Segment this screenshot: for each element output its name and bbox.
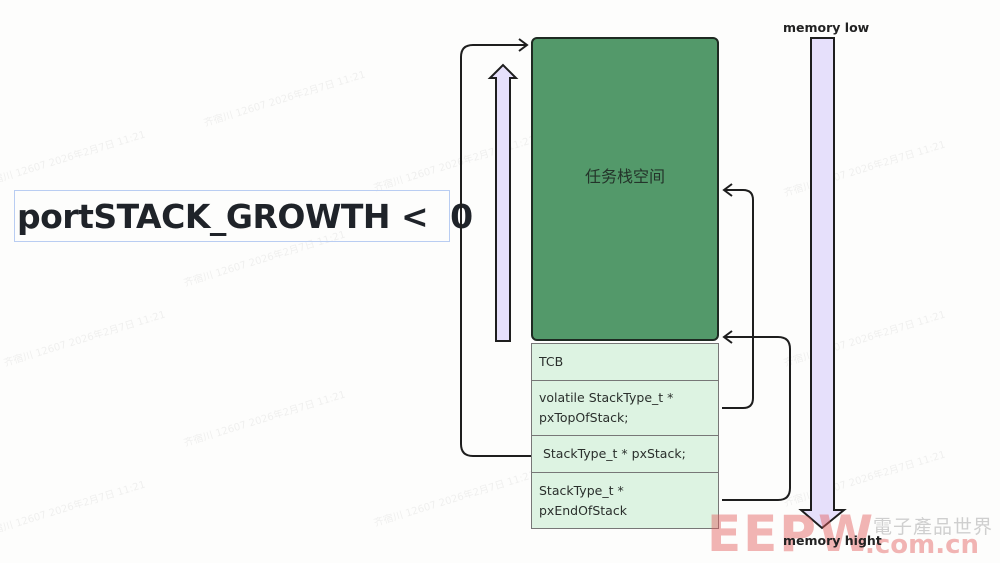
memory-axis-arrow-icon [798,37,847,530]
memory-high-label: memory hight [783,533,882,548]
arrowhead-icon [722,183,733,197]
arrowhead-icon [518,38,529,52]
tcb-table: TCB volatile StackType_t * pxTopOfStack;… [531,343,719,529]
pxtopofstack-connector [722,189,754,409]
eepw-logo: EEPW [707,505,876,563]
tcb-row-text: StackType_t * pxStack; [539,446,686,461]
growth-up-arrow-icon [487,63,519,342]
tcb-row-header: TCB [532,344,718,381]
task-stack-space: 任务栈空间 [531,37,719,341]
page-title: portSTACK_GROWTH < 0 [17,196,473,236]
tcb-row-pxendofstack: StackType_t * pxEndOfStack [532,473,718,528]
task-stack-label: 任务栈空间 [584,167,665,186]
tcb-row-text: StackType_t * [539,482,624,498]
tcb-row-text: pxTopOfStack; [539,410,629,425]
tcb-row-pxstack: StackType_t * pxStack; [532,436,718,473]
arrowhead-icon [722,330,733,344]
eepw-logo-cn-text: 電子產品世界 [873,516,994,538]
tcb-row-pxtopofstack: volatile StackType_t * pxTopOfStack; [532,381,718,436]
pxstack-connector [460,44,540,457]
eepw-logo-domain: .com.cn [865,530,980,560]
title-box: portSTACK_GROWTH < 0 [14,190,473,242]
memory-low-label: memory low [783,20,870,35]
tcb-row-text: volatile StackType_t * [539,390,674,405]
tcb-row-text: TCB [539,354,564,369]
tcb-row-text: pxEndOfStack [539,502,627,518]
pxendofstack-connector [722,336,791,501]
